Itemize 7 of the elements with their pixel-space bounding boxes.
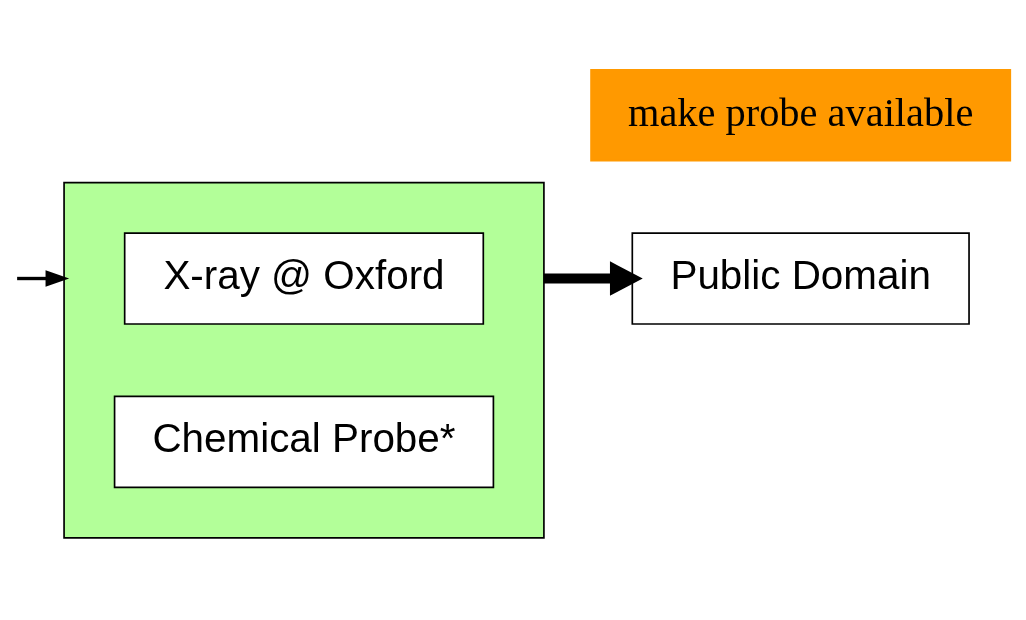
node-box: make probe available bbox=[590, 68, 1012, 161]
node-box: Chemical Probe* bbox=[113, 395, 495, 488]
arrow bbox=[543, 260, 643, 296]
node-box: Public Domain bbox=[631, 231, 970, 325]
node-box: X-ray @ Oxford bbox=[123, 231, 485, 325]
cluster bbox=[63, 181, 545, 539]
arrow bbox=[17, 269, 70, 287]
